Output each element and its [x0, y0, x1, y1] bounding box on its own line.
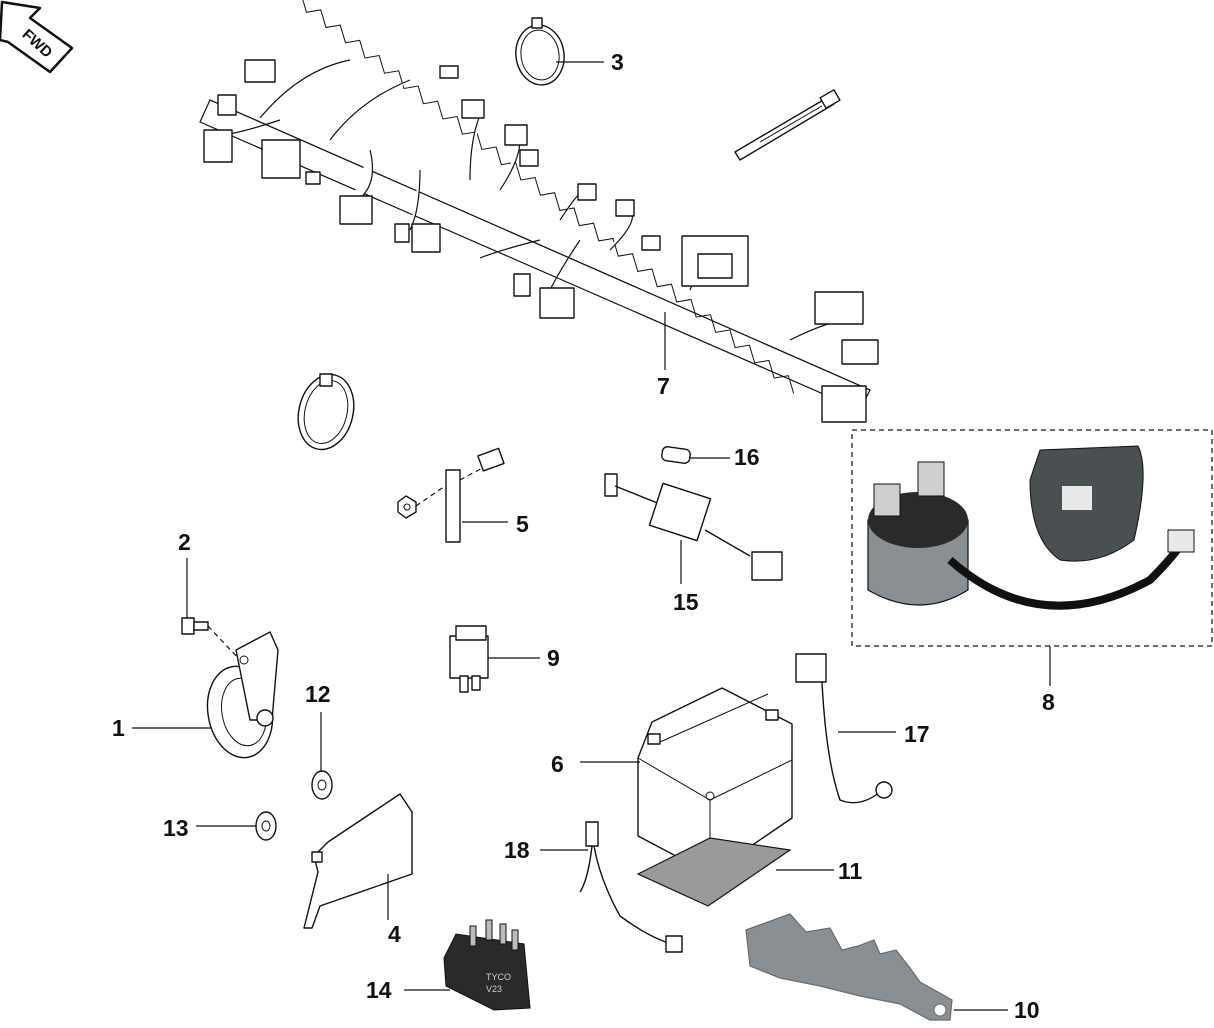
callout-17: 17	[904, 721, 930, 747]
relay-14: TYCO V23	[443, 919, 531, 1011]
callout-10: 10	[1014, 997, 1040, 1023]
washer-13	[255, 811, 277, 841]
cable-tie-straight	[734, 89, 841, 161]
callout-5: 5	[516, 511, 529, 537]
cable-tie-loop-top	[515, 17, 565, 86]
callout-1: 1	[112, 715, 125, 741]
fuse	[661, 446, 691, 464]
callout-12: 12	[305, 681, 331, 707]
screw	[181, 617, 241, 661]
callout-6: 6	[551, 751, 564, 777]
battery-cable-17	[795, 653, 893, 804]
callout-18: 18	[504, 837, 530, 863]
relay-small	[449, 625, 489, 693]
leader-lines	[132, 61, 1051, 1011]
callout-13: 13	[163, 815, 189, 841]
solenoid-box	[851, 429, 1213, 647]
relay-marking-1: TYCO	[486, 972, 511, 982]
callout-8: 8	[1042, 689, 1055, 715]
bolt-nut-terminal	[397, 447, 505, 543]
battery-mat	[636, 837, 792, 907]
callout-14: 14	[366, 977, 392, 1003]
relay-marking-2: V23	[486, 984, 502, 994]
callout-3: 3	[611, 49, 624, 75]
fwd-arrow-icon: FWD	[0, 0, 74, 74]
battery-cable-18	[579, 821, 683, 953]
callout-4: 4	[388, 921, 401, 947]
callout-11: 11	[838, 858, 863, 884]
battery	[637, 687, 793, 875]
horn	[206, 631, 279, 759]
bracket-plate	[303, 793, 413, 929]
callout-7: 7	[657, 373, 670, 399]
fuse-holder	[604, 473, 783, 581]
callout-9: 9	[547, 645, 560, 671]
wiring-harness	[199, 0, 879, 423]
cable-tie-loop-left	[297, 373, 355, 451]
callout-16: 16	[734, 444, 760, 470]
callout-2: 2	[178, 529, 191, 555]
battery-bracket	[745, 913, 953, 1021]
washer-12	[311, 770, 333, 800]
callout-15: 15	[673, 589, 699, 615]
starter-solenoid	[867, 445, 1195, 610]
